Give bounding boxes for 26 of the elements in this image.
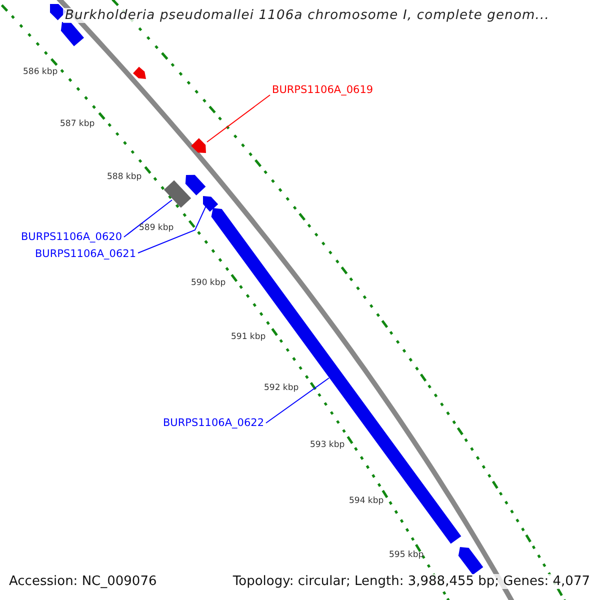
gene-feature — [203, 196, 218, 212]
scale-label: 591 kbp — [231, 332, 266, 342]
scale-label: 589 kbp — [139, 223, 174, 233]
leader-line — [206, 94, 270, 142]
leader-line — [124, 200, 172, 238]
footer-text: Topology: circular; Length: 3,988,455 bp; Genes: 4,077 — [230, 574, 592, 589]
gene-label: BURPS1106A_0619 — [272, 84, 374, 96]
gene-label: BURPS1106A_0620 — [20, 231, 122, 243]
scale-label: 593 kbp — [310, 440, 345, 450]
gene-feature — [164, 180, 192, 208]
gene-feature — [185, 174, 206, 196]
leader-line — [266, 378, 330, 424]
leader-line — [138, 206, 206, 254]
scale-label: 587 kbp — [60, 119, 95, 129]
gene-feature — [60, 22, 84, 46]
gene-feature — [458, 547, 484, 575]
scale-label: 588 kbp — [107, 172, 142, 182]
footer-text: Accession: NC_009076 — [7, 574, 159, 589]
gene-label: BURPS1106A_0621 — [34, 248, 136, 260]
gene-feature — [133, 66, 146, 79]
gene-feature — [191, 138, 206, 153]
scale-label: 590 kbp — [191, 278, 226, 288]
gene-label: BURPS1106A_0622 — [162, 417, 264, 429]
scale-label: 592 kbp — [264, 383, 299, 393]
scale-label: 594 kbp — [349, 496, 384, 506]
scale-label: 586 kbp — [23, 67, 58, 77]
